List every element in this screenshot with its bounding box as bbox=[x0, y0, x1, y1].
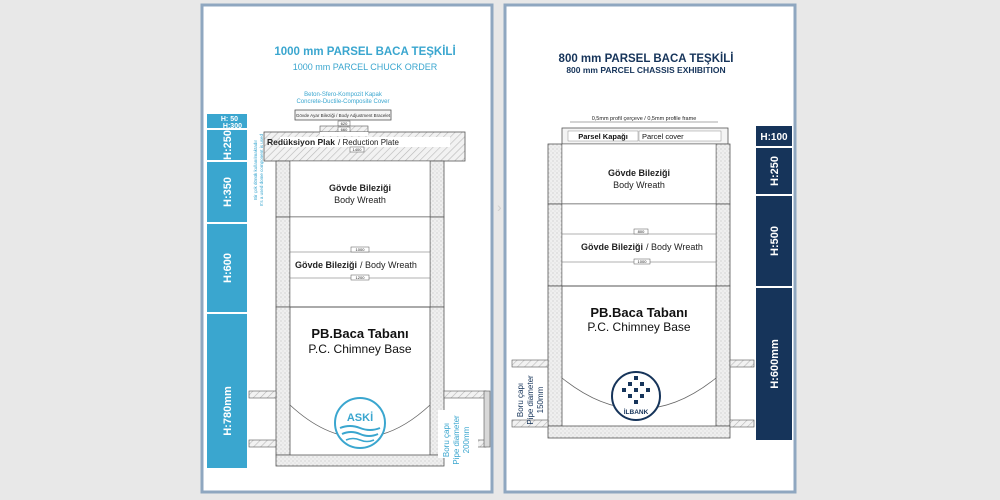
right-dim-800: 800 bbox=[638, 229, 645, 234]
right-h250: H:250 bbox=[769, 156, 781, 186]
right-pipe-tr: Boru çapı bbox=[516, 383, 525, 417]
left-body-ring-1: Gövde Bileziği bbox=[329, 183, 391, 193]
aski-logo-text: ASKİ bbox=[347, 411, 373, 424]
left-side-note-en: It's a used dome component is used bbox=[259, 134, 264, 206]
right-pipes bbox=[511, 359, 755, 428]
left-h780: H:780mm bbox=[222, 386, 234, 436]
left-pipe-en: Pipe diameter bbox=[452, 415, 461, 465]
right-pipe-value: 150mm bbox=[536, 386, 545, 413]
left-dim-660: 660 bbox=[341, 127, 348, 132]
right-h500: H:500 bbox=[769, 226, 781, 256]
right-lower-body-ring: 800 Gövde Bileziği / Body Wreath 1000 bbox=[547, 203, 731, 287]
aski-logo: ASKİ bbox=[334, 397, 386, 449]
left-h250: H:250 bbox=[222, 130, 234, 160]
left-base-tr: PB.Baca Tabanı bbox=[311, 326, 408, 341]
left-cover-label-en: Concrete-Ductile-Composite Cover bbox=[296, 99, 389, 105]
left-dim-620: 620 bbox=[341, 121, 348, 126]
right-cover-en: Parcel cover bbox=[642, 132, 684, 141]
chevron-right-icon: › bbox=[497, 199, 502, 215]
right-height-bar: H:100 H:250 H:500 H:600mm bbox=[756, 126, 792, 440]
left-height-bar: H: 50 H:300 H:250 H:350 H:600 H:780mm bbox=[207, 114, 247, 468]
left-subtitle: 1000 mm PARCEL CHUCK ORDER bbox=[293, 62, 438, 72]
left-side-note-tr: Bir çok dönük kullanılmaktadır bbox=[253, 139, 258, 200]
left-dim-1400: 1400 bbox=[353, 147, 363, 152]
left-h600: H:600 bbox=[222, 253, 234, 283]
right-upper-body-ring: Gövde Bileziği Body Wreath bbox=[547, 143, 731, 205]
left-reduction-plate-label: Redüksiyon Plak bbox=[267, 137, 335, 147]
left-pipe-tr: Boru çapı bbox=[442, 423, 451, 457]
ilbank-logo-text: İLBANK bbox=[624, 408, 649, 416]
left-cover-label-tr: Beton-Sfero-Kompozit Kapak bbox=[304, 92, 383, 98]
left-upper-body-ring: Gövde Bileziği Body Wreath bbox=[275, 160, 445, 218]
left-base-en: P.C. Chimney Base bbox=[308, 342, 411, 356]
left-body-ring-2: Gövde Bileziği bbox=[295, 260, 357, 270]
left-bar-seg-250 bbox=[207, 130, 247, 160]
right-bar-seg-600 bbox=[756, 288, 792, 440]
left-body-ring-2-en: / Body Wreath bbox=[360, 260, 417, 270]
left-bar-seg-600 bbox=[207, 224, 247, 312]
right-body-ring-2-en: / Body Wreath bbox=[646, 242, 703, 252]
left-dim-1000: 1000 bbox=[356, 247, 366, 252]
right-subtitle: 800 mm PARCEL CHASSIS EXHIBITION bbox=[566, 65, 725, 75]
right-dim-1000: 1000 bbox=[638, 259, 648, 264]
left-h50: H: 50 bbox=[221, 116, 238, 123]
left-bar-seg-780 bbox=[207, 314, 247, 468]
left-dim-1200: 1200 bbox=[356, 275, 366, 280]
left-pipe-value: 200mm bbox=[462, 426, 471, 453]
left-body-ring-1-en: Body Wreath bbox=[334, 195, 386, 205]
right-bar-seg-250 bbox=[756, 148, 792, 194]
left-h350: H:350 bbox=[222, 177, 234, 207]
right-bar-seg-500 bbox=[756, 196, 792, 286]
left-cover bbox=[294, 109, 392, 121]
left-bar-seg-350 bbox=[207, 162, 247, 222]
right-body-ring-2: Gövde Bileziği bbox=[581, 242, 643, 252]
right-base-tr: PB.Baca Tabanı bbox=[590, 305, 687, 320]
ilbank-logo: İLBANK bbox=[611, 371, 661, 421]
left-adjuster-label: Gövde Ayar Bileziği / Body Adjustment Br… bbox=[296, 113, 391, 118]
right-bar-seg-100 bbox=[756, 126, 792, 146]
left-title: 1000 mm PARSEL BACA TEŞKİLİ bbox=[274, 45, 455, 58]
right-base-en: P.C. Chimney Base bbox=[587, 320, 690, 334]
left-lower-body-ring: 1000 Gövde Bileziği / Body Wreath 1200 bbox=[275, 216, 445, 308]
left-panel: 1000 mm PARSEL BACA TEŞKİLİ 1000 mm PARC… bbox=[200, 3, 494, 494]
left-h300: H:300 bbox=[223, 123, 242, 130]
right-frame-label: 0,5mm profil çerçeve / 0,5mm profile fra… bbox=[592, 116, 697, 122]
left-bar-seg-50-300 bbox=[207, 114, 247, 128]
right-cover-tr: Parsel Kapağı bbox=[578, 132, 628, 141]
right-panel: 800 mm PARSEL BACA TEŞKİLİ 800 mm PARCEL… bbox=[503, 3, 797, 494]
right-chimney-base: PB.Baca Tabanı P.C. Chimney Base bbox=[547, 285, 731, 439]
right-h100: H:100 bbox=[760, 132, 788, 143]
left-reduction-plate-en: / Reduction Plate bbox=[338, 138, 399, 147]
right-h600: H:600mm bbox=[769, 339, 781, 389]
left-chimney-base: PB.Baca Tabanı P.C. Chimney Base bbox=[275, 306, 445, 467]
right-body-ring-1: Gövde Bileziği bbox=[608, 168, 670, 178]
right-title: 800 mm PARSEL BACA TEŞKİLİ bbox=[559, 52, 734, 65]
right-body-ring-1-en: Body Wreath bbox=[613, 180, 665, 190]
right-pipe-en: Pipe diameter bbox=[526, 375, 535, 425]
